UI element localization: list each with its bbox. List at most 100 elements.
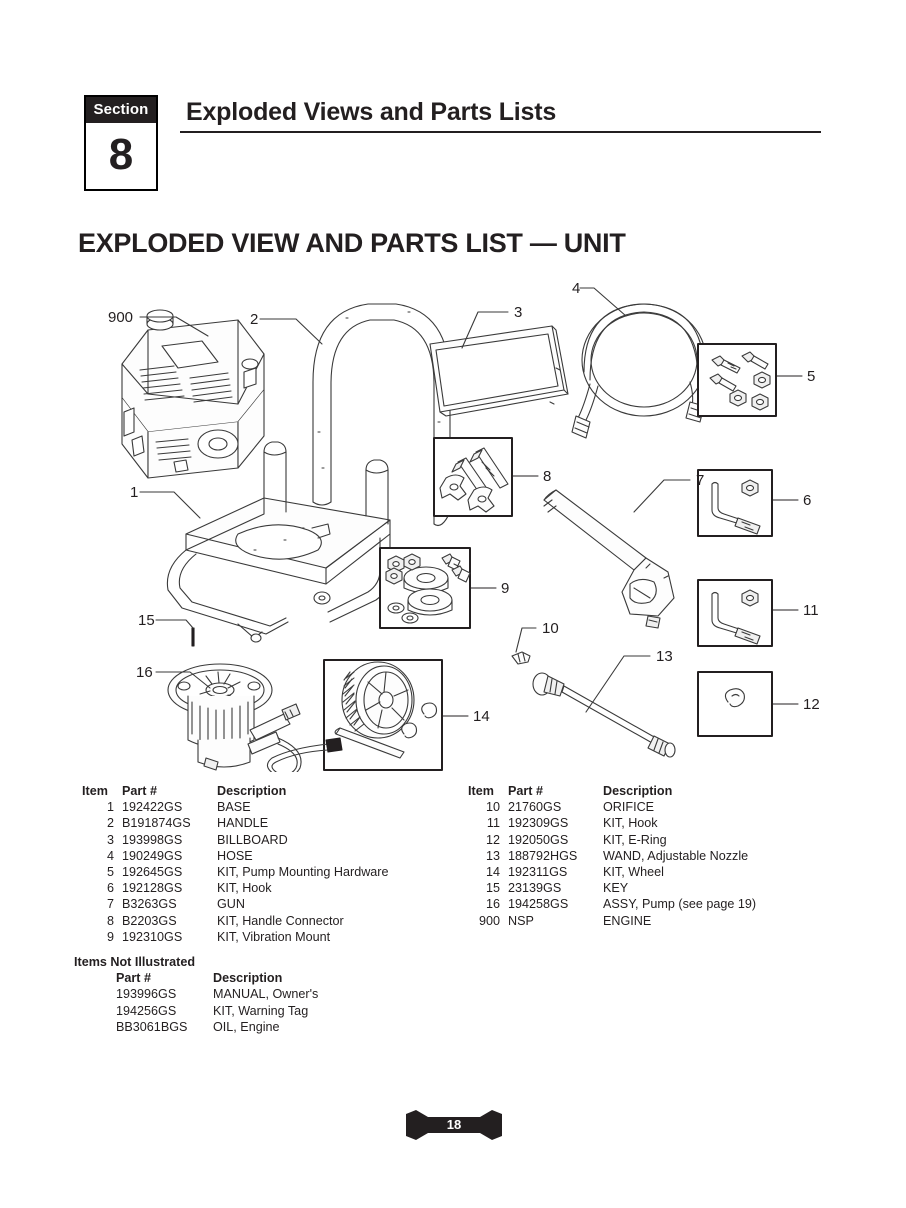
cell-item: 4 <box>106 848 114 863</box>
table-row: 12 192050GS KIT, E-Ring <box>468 832 868 848</box>
cell-item: 12 <box>485 832 500 847</box>
engine-illustration <box>121 309 265 479</box>
section-tab-label: Section <box>86 97 156 123</box>
cell-item: 13 <box>485 848 500 863</box>
cell-part: B3263GS <box>122 897 177 912</box>
callout-number-10: 10 <box>542 620 559 637</box>
cell-description: KIT, Hook <box>603 816 658 831</box>
cell-item: 16 <box>485 897 500 912</box>
column-header-part: Part # <box>508 784 544 798</box>
key-illustration <box>191 627 195 647</box>
hook-kit-box-6 <box>697 469 773 537</box>
table-row: 4 190249GS HOSE <box>82 848 462 864</box>
cell-description: KIT, Pump Mounting Hardware <box>217 864 389 879</box>
page-title: EXPLODED VIEW AND PARTS LIST — UNIT <box>78 228 626 258</box>
header-title: Exploded Views and Parts Lists <box>186 98 557 126</box>
callout-leader-16 <box>155 671 211 689</box>
cell-description: BILLBOARD <box>217 832 288 847</box>
table-row: 10 21760GS ORIFICE <box>468 799 868 815</box>
cell-description: KIT, Warning Tag <box>213 1003 309 1018</box>
cell-part: 192311GS <box>508 864 568 879</box>
callout-leader-13 <box>585 655 651 713</box>
callout-leader-10 <box>515 627 537 653</box>
table-row: 3 193998GS BILLBOARD <box>82 832 462 848</box>
list-item: 194256GS KIT, Warning Tag <box>74 1003 318 1019</box>
callout-leader-4 <box>579 287 627 317</box>
cell-part: 193998GS <box>122 832 183 847</box>
callout-number-5: 5 <box>807 368 815 385</box>
cell-part: 192128GS <box>122 881 183 896</box>
cell-part: 193996GS <box>116 987 177 1002</box>
callout-number-2: 2 <box>250 311 258 328</box>
cell-item: 15 <box>485 881 500 896</box>
callout-number-7: 7 <box>696 472 704 489</box>
items-not-illustrated-header: Part # Description <box>74 970 318 986</box>
table-row: 16 194258GS ASSY, Pump (see page 19) <box>468 896 868 912</box>
table-row: 1 192422GS BASE <box>82 799 462 815</box>
callout-number-15: 15 <box>138 612 155 629</box>
callout-leader-1 <box>139 491 201 519</box>
pump-mounting-hardware-box <box>697 343 777 417</box>
callout-number-group: 900 1 2 3 4 5 6 7 8 9 10 11 12 13 14 15 … <box>108 280 820 725</box>
cell-part: NSP <box>508 913 534 928</box>
callout-number-12: 12 <box>803 696 820 713</box>
callout-number-11: 11 <box>803 602 819 619</box>
header-rule <box>180 131 821 133</box>
column-header-part: Part # <box>122 784 158 798</box>
column-header-description: Description <box>603 784 673 798</box>
cell-description: HANDLE <box>217 816 269 831</box>
column-header-item: Item <box>82 784 108 798</box>
callout-number-6: 6 <box>803 492 811 509</box>
callout-number-4: 4 <box>572 280 580 297</box>
hook-kit-box-11 <box>697 579 773 647</box>
table-row: 9 192310GS KIT, Vibration Mount <box>82 929 462 945</box>
cell-description: ENGINE <box>603 913 652 928</box>
cell-description: KEY <box>603 881 629 896</box>
table-row: 900 NSP ENGINE <box>468 913 868 929</box>
cell-description: KIT, Vibration Mount <box>217 929 331 944</box>
table-row: 8 B2203GS KIT, Handle Connector <box>82 913 462 929</box>
cell-part: 23139GS <box>508 881 562 896</box>
table-row: 6 192128GS KIT, Hook <box>82 880 462 896</box>
cell-item: 11 <box>486 816 500 831</box>
cell-item: 10 <box>485 800 500 815</box>
cell-description: HOSE <box>217 848 253 863</box>
table-row: 7 B3263GS GUN <box>82 896 462 912</box>
cell-part: 194258GS <box>508 897 569 912</box>
pump-assembly-illustration <box>167 663 343 772</box>
callout-leader-2 <box>259 318 323 345</box>
callout-number-8: 8 <box>543 468 551 485</box>
cell-description: KIT, Wheel <box>603 864 664 879</box>
table-row: 11 192309GS KIT, Hook <box>468 815 868 831</box>
parts-table-left: Item Part # Description 1 192422GS BASE … <box>82 783 462 945</box>
callout-leader-3 <box>461 311 509 349</box>
cell-item: 8 <box>106 913 114 928</box>
callout-number-3: 3 <box>514 304 522 321</box>
table-row: 14 192311GS KIT, Wheel <box>468 864 868 880</box>
table-row: 5 192645GS KIT, Pump Mounting Hardware <box>82 864 462 880</box>
cell-item: 2 <box>106 816 114 831</box>
section-tab: Section 8 <box>84 95 158 191</box>
callout-leader-15 <box>155 619 194 629</box>
handle-connector-box <box>433 437 513 517</box>
items-not-illustrated-title: Items Not Illustrated <box>74 955 196 969</box>
cell-description: ORIFICE <box>603 800 655 815</box>
cell-description: OIL, Engine <box>213 1019 280 1034</box>
page-badge-shape <box>406 1110 502 1140</box>
hose-illustration <box>571 303 707 439</box>
callout-number-1: 1 <box>130 484 138 501</box>
column-header-item: Item <box>468 784 494 798</box>
cell-part: 192309GS <box>508 816 569 831</box>
orifice-illustration <box>511 651 531 665</box>
parts-table-left-header: Item Part # Description <box>82 783 462 799</box>
callout-leader-900 <box>139 316 209 337</box>
cell-description: MANUAL, Owner's <box>213 987 319 1002</box>
cell-part: B191874GS <box>122 816 191 831</box>
cell-item: 14 <box>485 864 500 879</box>
vibration-mount-box <box>379 547 471 629</box>
page-number-badge: 18 <box>406 1110 502 1140</box>
cell-description: GUN <box>217 897 245 912</box>
gun-illustration <box>543 489 675 629</box>
table-row: 2 B191874GS HANDLE <box>82 815 462 831</box>
